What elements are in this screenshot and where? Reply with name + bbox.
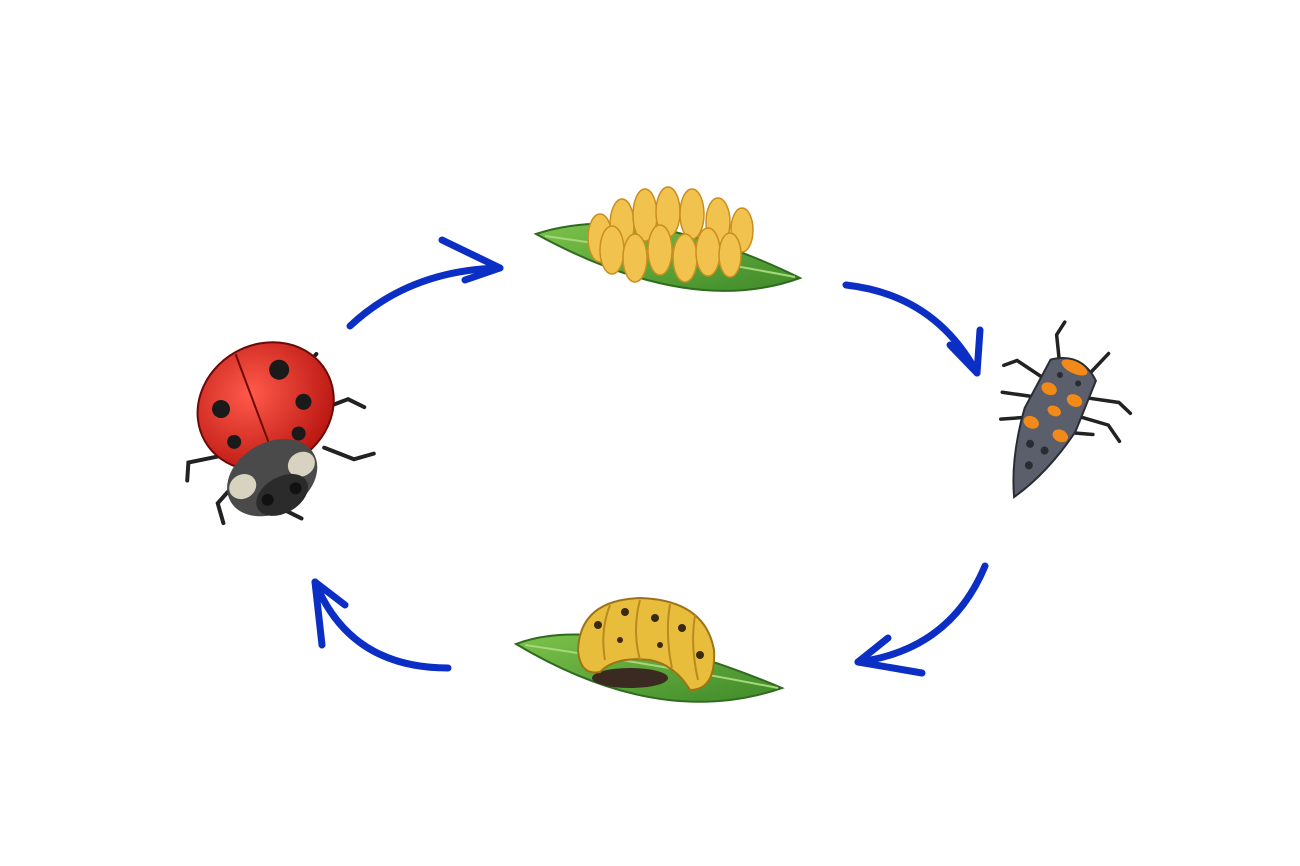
larva-icon: [999, 320, 1133, 499]
arrow-pupa-to-adult: [311, 578, 452, 672]
arrow-larva-to-pupa: [854, 562, 989, 677]
arrow-adult-to-eggs: [346, 236, 504, 330]
pupa-on-leaf-icon: [513, 596, 785, 703]
adult-ladybug-icon: [185, 341, 376, 526]
arrow-eggs-to-larva: [842, 281, 984, 377]
eggs-on-leaf-icon: [533, 186, 803, 292]
